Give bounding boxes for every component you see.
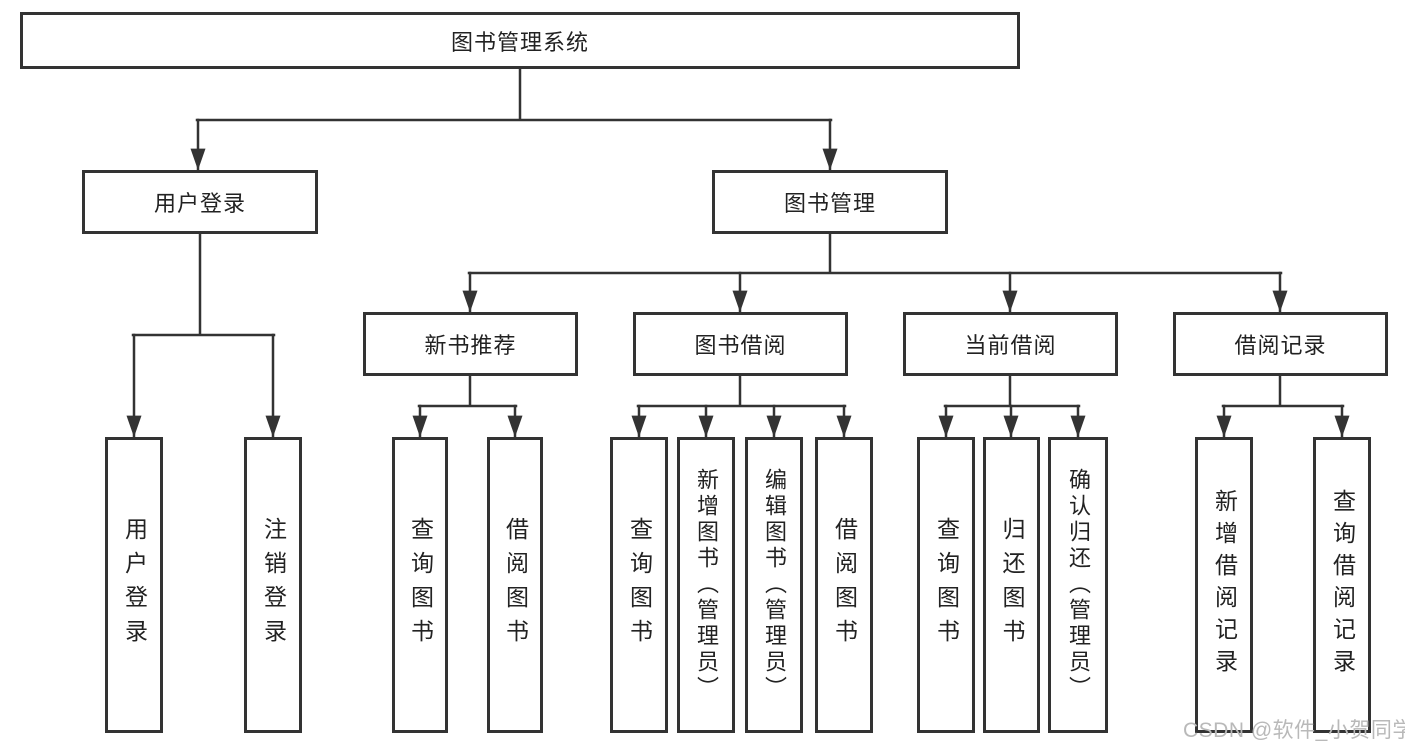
leaf-add-book-admin: 新增图书（管理员） [677, 437, 735, 733]
leaf-edit-book-admin: 编辑图书（管理员） [745, 437, 803, 733]
leaf-query-books-borrow: 查询图书 [610, 437, 668, 733]
connector-userlogin-trunk [131, 231, 276, 337]
node-current-borrowing: 当前借阅 [903, 312, 1118, 376]
node-book-management: 图书管理 [712, 170, 948, 234]
leaf-query-books-recommend: 查询图书 [392, 437, 448, 733]
leaf-user-login: 用户登录 [105, 437, 163, 733]
connector-root-trunk [195, 66, 833, 122]
connector-newbook-trunk [417, 373, 518, 408]
connector-currentborrow-trunk [943, 373, 1081, 408]
leaf-confirm-return-admin: 确认归还（管理员） [1048, 437, 1108, 733]
node-user-login: 用户登录 [82, 170, 318, 234]
leaf-query-books-current: 查询图书 [917, 437, 975, 733]
leaf-add-borrow-record: 新增借阅记录 [1195, 437, 1253, 733]
connector-bookborrow-trunk [636, 373, 847, 408]
leaf-borrow-books: 借阅图书 [815, 437, 873, 733]
csdn-watermark: CSDN @软件_小贺同学 [1183, 719, 1405, 742]
leaf-return-book: 归还图书 [983, 437, 1040, 733]
node-borrowing-records: 借阅记录 [1173, 312, 1388, 376]
leaf-logout: 注销登录 [244, 437, 302, 733]
node-book-borrowing: 图书借阅 [633, 312, 848, 376]
node-library-system-root: 图书管理系统 [20, 12, 1020, 69]
connector-bookmgmt-trunk [467, 231, 1283, 275]
connector-records-trunk [1221, 373, 1345, 408]
node-new-book-recommend: 新书推荐 [363, 312, 578, 376]
leaf-borrow-books-recommend: 借阅图书 [487, 437, 543, 733]
leaf-query-borrow-record: 查询借阅记录 [1313, 437, 1371, 733]
